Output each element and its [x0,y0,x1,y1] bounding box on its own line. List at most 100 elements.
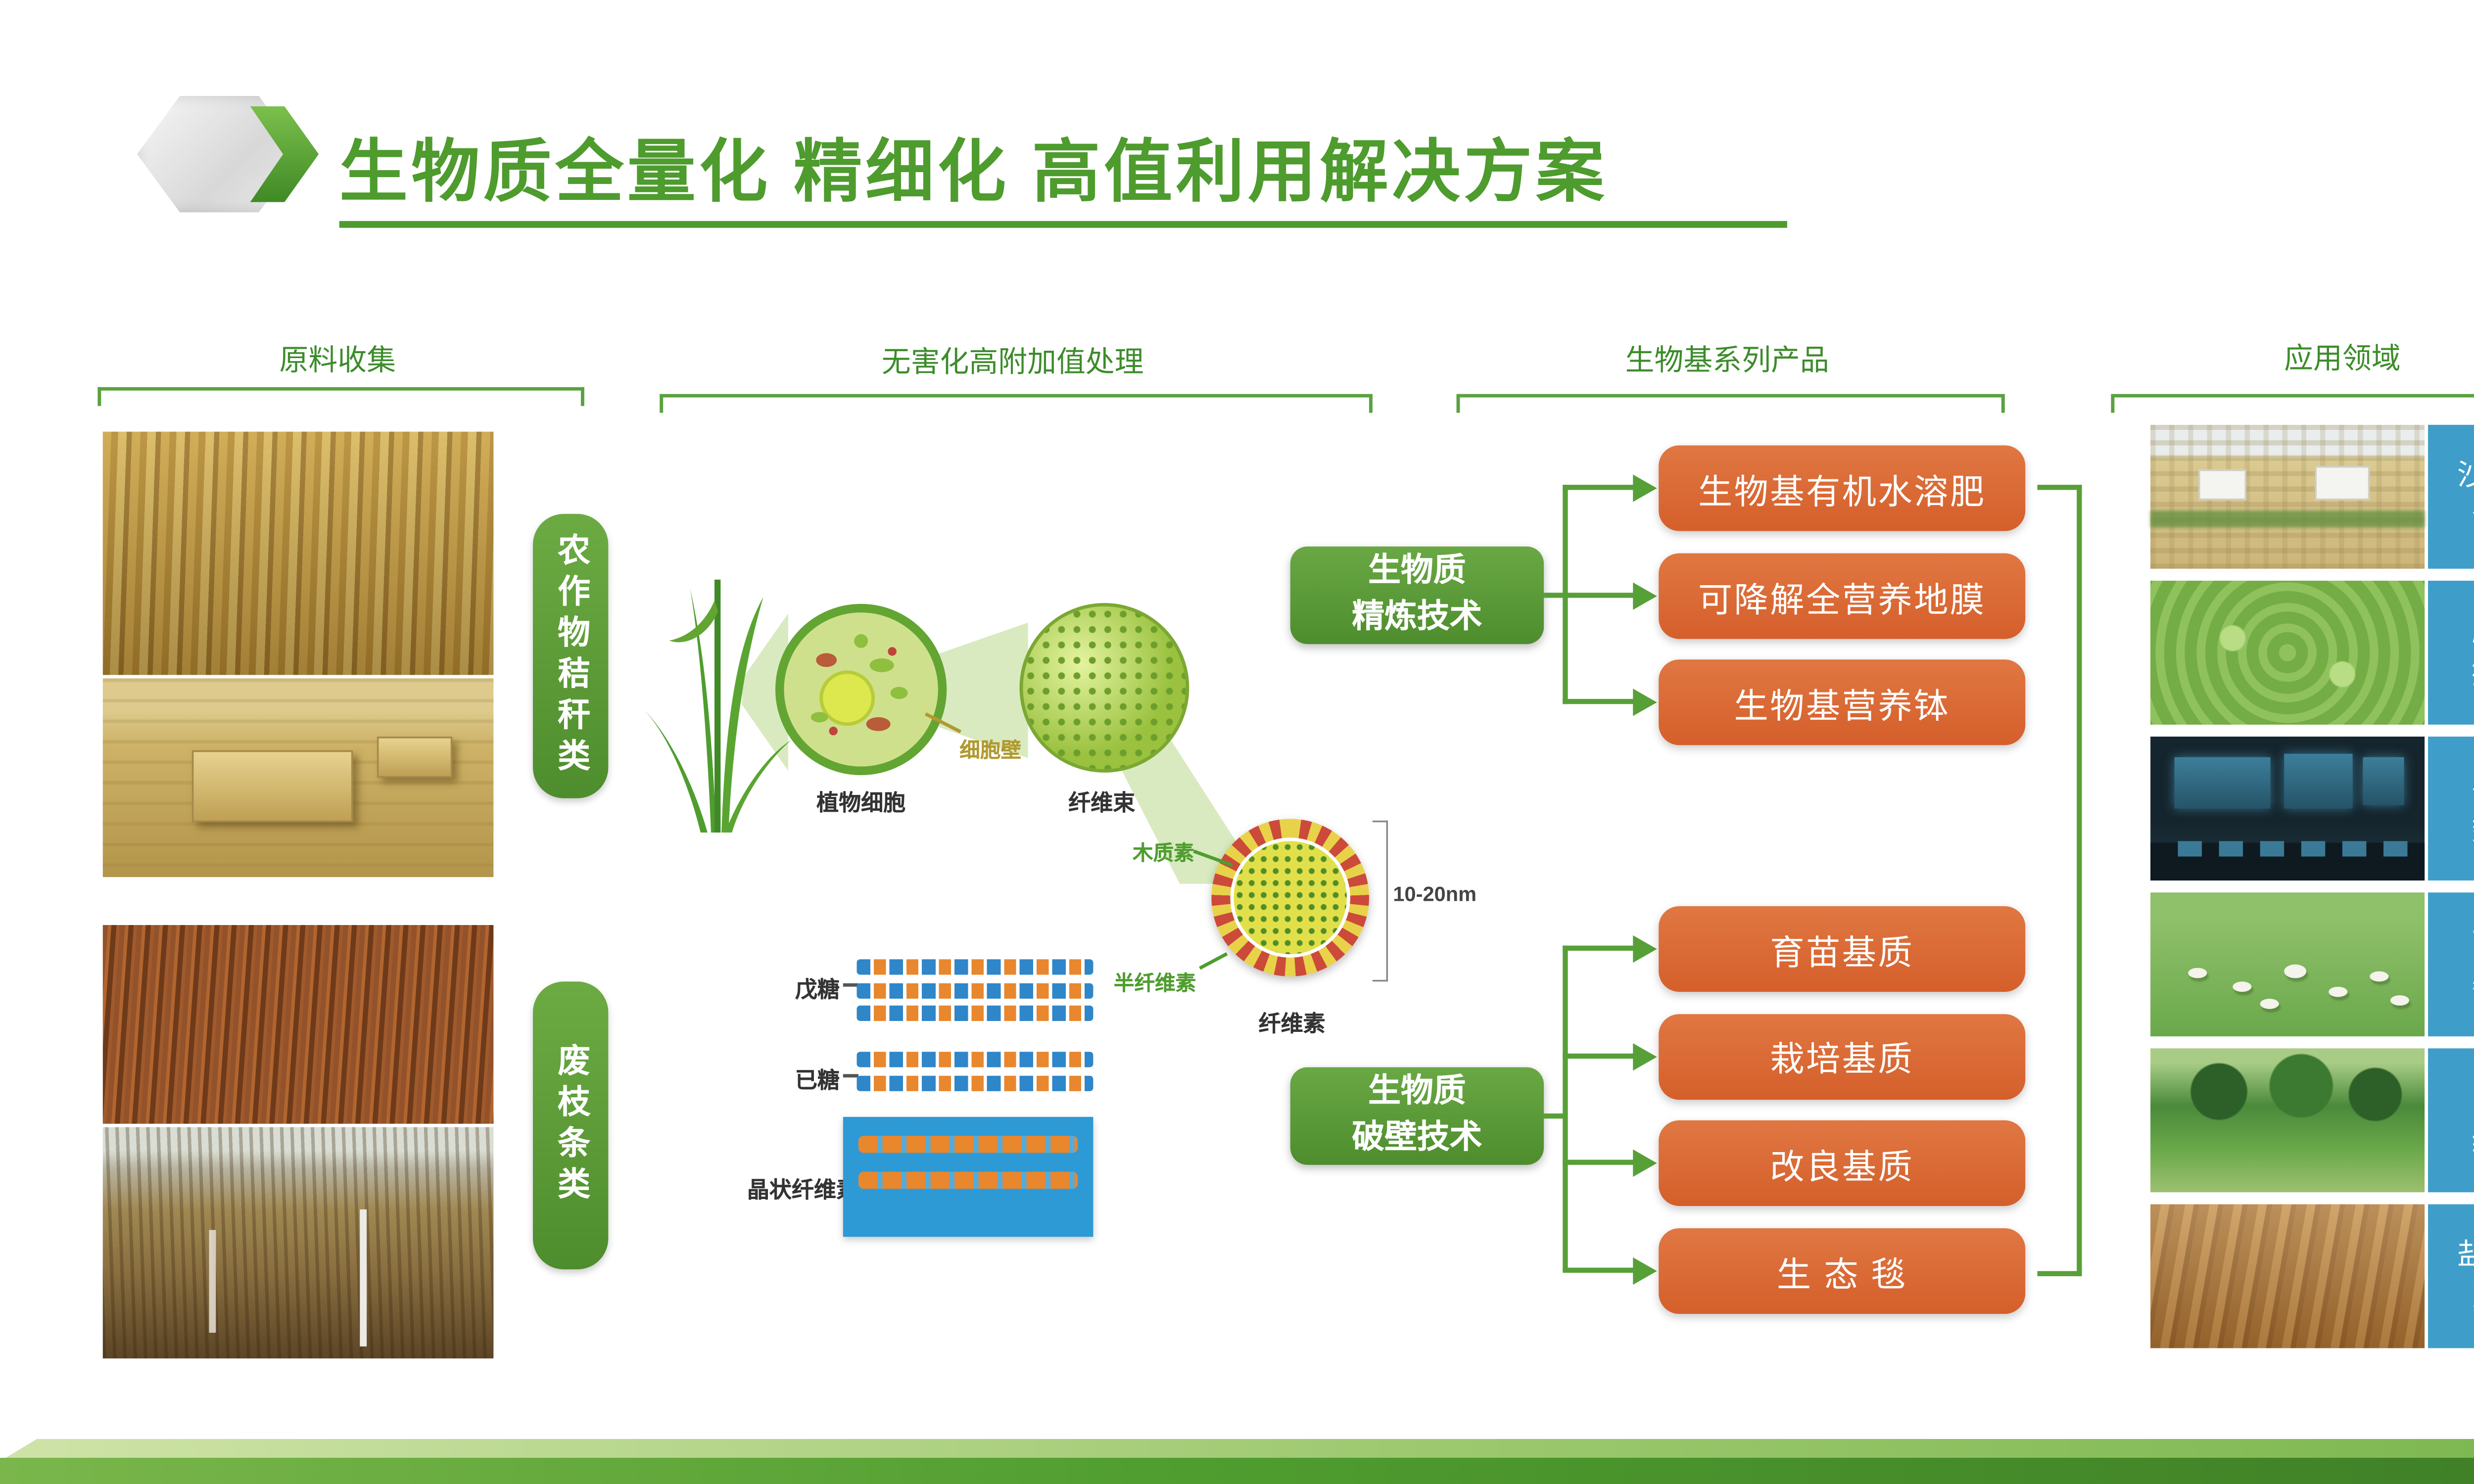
label-pentose: 戊糖 [795,976,840,1002]
straw-bale [377,737,453,778]
app-label-desertification: 沙漠化 治理 [2428,424,2474,569]
scale-bracket [1372,820,1388,982]
label-hemicellulose: 半纤维素 [1113,971,1196,996]
bracket-products [1456,394,2005,413]
column-header-products: 生物基系列产品 [1625,344,1829,377]
app-label-agri-data: 农业 数据 [2428,737,2474,881]
monitor [2260,841,2284,857]
tech-box-wall-breaking: 生物质 破壁技术 [1290,1067,1544,1165]
sheep [2260,998,2279,1009]
bracket-tick [2037,1271,2082,1276]
product-ecological-blanket: 生 态 毯 [1659,1228,2026,1314]
photo-pruned-branches [102,1127,494,1359]
vine-post [360,1209,367,1346]
product-improvement-substrate: 改良基质 [1659,1120,2026,1206]
photo-plowed-soil [2150,1204,2425,1348]
field-sign [2315,465,2370,501]
plant-cell-diagram [775,603,947,775]
app-label-fertility: 肥力 提升 [2428,580,2474,725]
hexose-molecule-chains [856,1052,1094,1098]
sheep [2329,986,2348,997]
product-seedling-substrate: 育苗基质 [1659,906,2026,992]
label-lignin: 木质素 [1132,841,1194,865]
connector-line [1563,698,1635,704]
connector-line [1563,945,1635,951]
sheep [2284,964,2307,978]
product-cultivation-substrate: 栽培基质 [1659,1013,2026,1099]
pentose-molecule-chains [856,959,1094,1028]
product-bio-nutrient-pot: 生物基营养钵 [1659,659,2026,745]
sheep [2370,971,2389,982]
cellulose-core [1230,837,1350,958]
app-label-saline-soil: 盐碱地 改良 [2428,1204,2474,1348]
photo-desert-control [2150,424,2425,569]
display-screen [2363,757,2404,805]
arrowhead-icon [1633,473,1657,501]
label-hexose: 已糖 [795,1067,840,1093]
bracket-processing [660,394,1373,413]
label-fiber-bundle: 纤维束 [1068,789,1136,816]
slide-title: 生物质全量化 精细化 高值利用解决方案 [339,135,1608,211]
photo-data-control-room [2150,737,2425,881]
column-header-applications: 应用领域 [2284,342,2401,375]
category-waste-branches: 废枝条类 [532,981,609,1270]
monitor [2301,841,2326,857]
category-crop-straw: 农作物秸秆类 [532,513,609,798]
sheep [2390,995,2409,1006]
photo-sheep-pasture [2150,892,2425,1037]
arrowhead-icon [1633,1256,1657,1284]
footer-ribbon-dark [0,1458,2474,1484]
sheep [2188,968,2207,978]
bracket-raw-material [97,387,584,406]
arrowhead-icon [1633,688,1657,715]
product-bio-organic-fertilizer: 生物基有机水溶肥 [1659,445,2026,531]
photo-red-branch-pile [102,925,494,1124]
product-degradable-mulch-film: 可降解全营养地膜 [1659,553,2026,639]
connector-line [1563,945,1568,1271]
display-screen [2284,753,2353,809]
connector-line [1563,485,1635,490]
arrowhead-icon [1633,934,1657,962]
pointer-line-hexose [843,1074,858,1077]
fiber-bundle-diagram [1019,603,1189,773]
bracket-tick [2037,485,2082,490]
straw-bale [191,750,353,823]
field-sign [2198,469,2246,501]
cellulose-cross-section-diagram [1211,819,1369,976]
photo-park-trees [2150,1048,2425,1193]
app-label-landscaping: 园林 绿化 [2428,1048,2474,1193]
column-header-processing: 无害化高附加值处理 [881,346,1144,379]
connector-line [1563,1159,1635,1165]
monitor [2178,841,2202,857]
arrowhead-icon [1633,1148,1657,1176]
sheep [2233,981,2252,992]
arrowhead-icon [1633,581,1657,609]
connector-line [1544,593,1567,598]
photo-corn-stalk-field [102,431,494,675]
vine-post [209,1230,216,1333]
display-screen [2174,757,2271,809]
plant-illustration [644,579,792,833]
products-to-applications-bracket [2077,485,2082,1276]
connector-line [1544,1113,1567,1119]
photo-straw-bales [102,678,494,878]
title-underline [339,221,1787,227]
monitor [2342,841,2367,857]
column-header-raw-material: 原料收集 [279,344,396,377]
photo-vegetable-field [2150,580,2425,725]
tech-box-refining: 生物质 精炼技术 [1290,546,1544,645]
arrowhead-icon [1633,1042,1657,1070]
monitor [2219,841,2243,857]
bracket-applications [2111,394,2474,413]
label-scale-10-20nm: 10-20nm [1393,882,1477,906]
monitor [2383,841,2408,857]
pointer-line-pentose [843,983,858,986]
label-plant-cell: 植物细胞 [816,789,906,816]
label-cell-wall: 细胞壁 [959,738,1022,763]
connector-line [1563,593,1635,598]
connector-line [1563,1053,1635,1059]
pointer-line-hemicellulose [1199,952,1228,969]
app-label-livestock: 畜牧 养殖 [2428,892,2474,1037]
crystalline-cellulose-diagram [843,1116,1094,1237]
